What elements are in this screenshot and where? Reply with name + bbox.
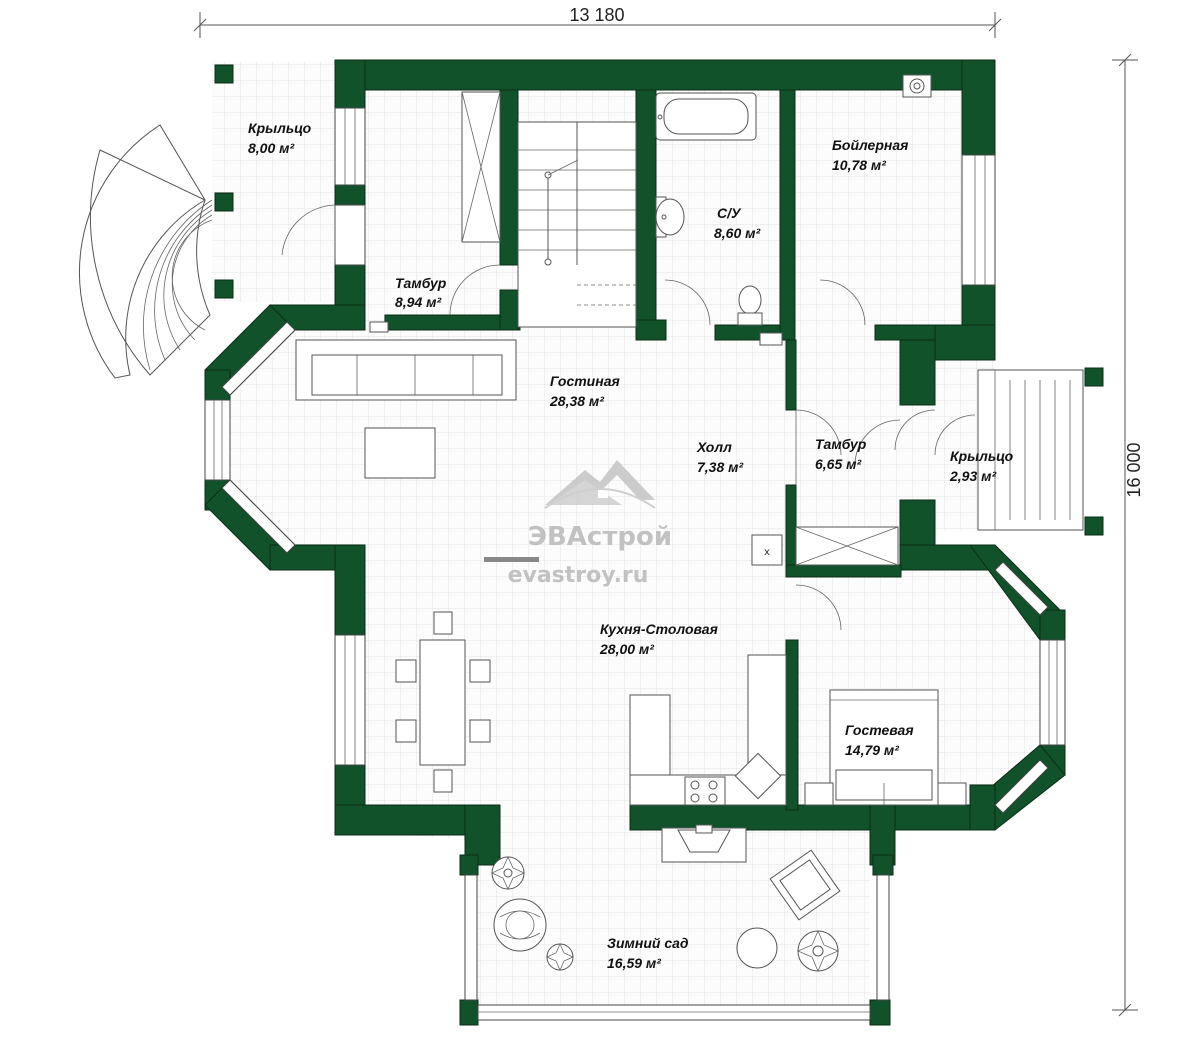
room-name: Бойлерная (832, 137, 908, 153)
room-area: 28,38 м² (549, 393, 604, 409)
house-logo-icon (544, 460, 656, 509)
room-area: 8,94 м² (395, 294, 441, 310)
stairs-icon (79, 124, 213, 379)
fireplace-icon (661, 824, 747, 863)
room-area: 10,78 м² (832, 157, 886, 173)
room-area: 16,59 м² (607, 955, 661, 971)
room-name: Крыльцо (950, 448, 1014, 464)
table-icon (395, 611, 491, 793)
room-label-kitchen: Кухня-Столовая 28,00 м² (599, 621, 718, 657)
right-steps-icon (977, 369, 1084, 531)
bed-icon (804, 689, 967, 806)
coffee-table-icon (364, 427, 436, 479)
round-table-icon (736, 927, 778, 969)
room-label-tambur-right: Тамбур 6,65 м² (815, 436, 867, 472)
room-label-tambur-left: Тамбур 8,94 м² (395, 275, 447, 310)
kitchen-sink-icon (734, 752, 782, 800)
room-area: 8,00 м² (248, 140, 294, 156)
svg-text:x: x (764, 547, 770, 558)
dimension-top: 13 180 (193, 5, 1002, 38)
stove-icon (684, 776, 726, 806)
room-area: 6,65 м² (815, 456, 861, 472)
room-label-hall: Холл 7,38 м² (696, 439, 743, 475)
room-area: 7,38 м² (697, 459, 743, 475)
room-area: 14,79 м² (845, 742, 899, 758)
tv-icon (484, 557, 539, 562)
room-label-porch-right: Крыльцо 2,93 м² (949, 448, 1014, 484)
armchair-icon (769, 849, 841, 921)
room-name: Гостиная (550, 373, 620, 389)
interior-stairs-icon (461, 91, 637, 328)
room-name: Холл (696, 439, 732, 455)
sink-icon (655, 196, 685, 238)
room-name: Тамбур (815, 436, 867, 452)
room-label-winter-garden: Зимний сад 16,59 м² (607, 935, 689, 971)
room-area: 28,00 м² (599, 641, 654, 657)
toilet-icon (737, 285, 763, 326)
room-area: 8,60 м² (714, 225, 760, 241)
plant-icon (491, 856, 840, 973)
ventilation-icon (369, 321, 783, 346)
bathtub-icon (655, 92, 757, 141)
room-label-porch-left: Крыльцо 8,00 м² (248, 120, 312, 156)
logo: ЭВАстрой evastroy.ru (508, 460, 672, 588)
room-name: Кухня-Столовая (600, 621, 718, 637)
windows (204, 107, 1066, 1021)
dimension-right: 16 000 (1112, 53, 1144, 1017)
sofa-icon (295, 339, 517, 401)
room-name: С/У (717, 205, 742, 221)
room-name: Гостевая (845, 722, 914, 738)
room-label-bathroom: С/У 8,60 м² (714, 205, 760, 241)
room-area: 2,93 м² (949, 468, 996, 484)
room-label-guest: Гостевая 14,79 м² (845, 722, 914, 758)
logo-brand: ЭВАстрой (528, 522, 672, 552)
room-label-living: Гостиная 28,38 м² (549, 373, 620, 409)
wardrobe-icon (795, 526, 899, 566)
room-name: Крыльцо (248, 120, 312, 136)
doors (281, 204, 976, 631)
logo-url: evastroy.ru (508, 563, 649, 588)
room-name: Зимний сад (607, 935, 689, 951)
boiler-icon (902, 74, 932, 98)
dimension-width-label: 13 180 (569, 5, 624, 25)
fridge-icon: x (751, 534, 783, 566)
dimension-height-label: 16 000 (1124, 442, 1144, 497)
room-name: Тамбур (395, 275, 447, 291)
room-label-boiler: Бойлерная 10,78 м² (832, 137, 908, 173)
